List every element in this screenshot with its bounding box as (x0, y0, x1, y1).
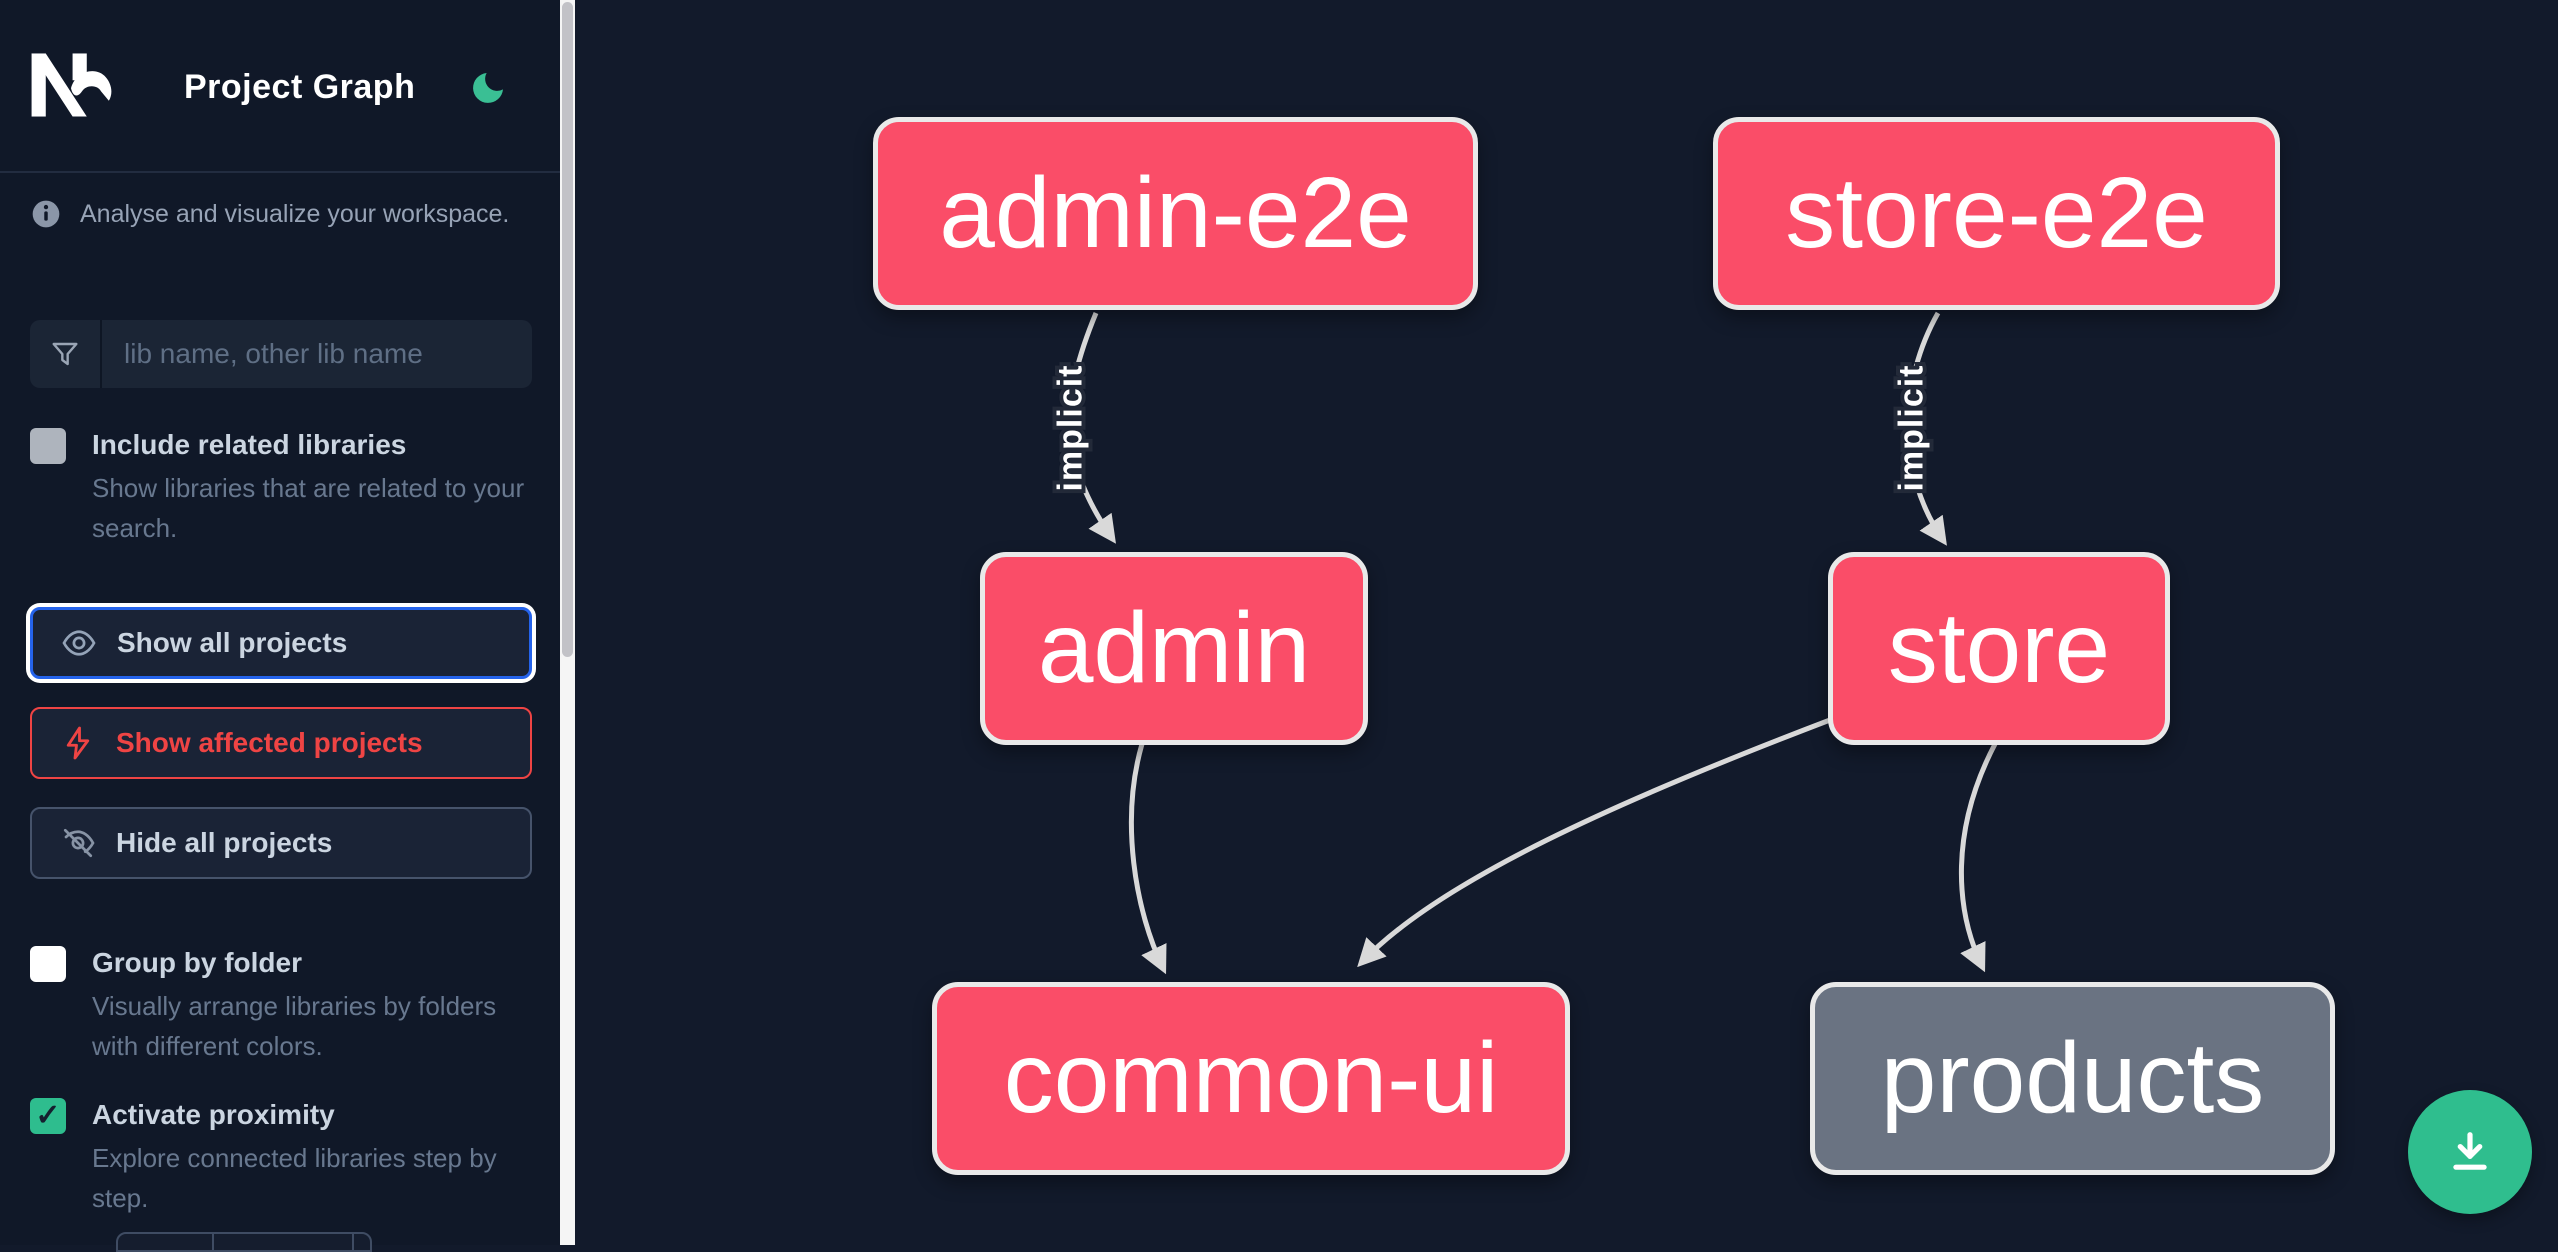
depth-segment[interactable] (118, 1234, 214, 1250)
dark-mode-moon-icon[interactable] (468, 68, 508, 108)
depth-segment[interactable] (214, 1234, 354, 1250)
button-label: Hide all projects (116, 827, 333, 858)
graph-node-store[interactable]: store (1828, 552, 2170, 745)
sidebar: Project Graph Analyse and visualize your… (0, 0, 560, 1252)
eye-icon (62, 630, 96, 656)
hide-all-projects-button[interactable]: Hide all projects (30, 807, 532, 879)
graph-edge-admin-common-ui (1128, 743, 1167, 975)
funnel-icon (52, 342, 78, 366)
checkbox-group-by-folder[interactable] (30, 946, 66, 982)
edge-label-admin-e2e: implicit (1048, 360, 1094, 495)
toggle-label: Activate proximity (92, 1099, 335, 1130)
button-label: Show affected projects (116, 727, 423, 758)
toggle-include-related[interactable]: Include related libraries Show libraries… (30, 426, 544, 548)
app-title: Project Graph (184, 68, 416, 106)
sidebar-scrollbar-thumb[interactable] (562, 2, 573, 657)
filter-prefix (30, 320, 102, 388)
graph-canvas[interactable]: admin-e2e store-e2e admin store common-ui pro… (575, 0, 2558, 1245)
toggle-description: Visually arrange libraries by folders wi… (92, 991, 497, 1061)
workspace-info: Analyse and visualize your workspace. (30, 198, 509, 230)
show-all-projects-button[interactable]: Show all projects (30, 607, 532, 679)
graph-edge-store-products (1959, 742, 1998, 973)
download-icon (2453, 1132, 2487, 1170)
bolt-icon (66, 726, 90, 760)
info-icon (32, 200, 60, 228)
edge-label-store-e2e: implicit (1889, 360, 1935, 495)
depth-control-partial[interactable] (116, 1232, 372, 1252)
graph-node-admin[interactable]: admin (980, 552, 1368, 745)
download-graph-button[interactable] (2408, 1090, 2532, 1214)
workspace-info-text: Analyse and visualize your workspace. (80, 199, 510, 228)
graph-node-common-ui[interactable]: common-ui (932, 982, 1570, 1175)
filter-input[interactable] (102, 320, 532, 388)
graph-node-store-e2e[interactable]: store-e2e (1713, 117, 2280, 310)
nx-logo-icon (31, 53, 112, 117)
toggle-description: Show libraries that are related to your … (92, 473, 525, 543)
toggle-label: Group by folder (92, 947, 302, 978)
toggle-group-by-folder[interactable]: Group by folder Visually arrange librari… (30, 944, 544, 1066)
eye-off-icon (63, 828, 95, 858)
toggle-description: Explore connected libraries step by step… (92, 1143, 497, 1213)
check-icon: ✓ (35, 1099, 61, 1132)
graph-node-admin-e2e[interactable]: admin-e2e (873, 117, 1478, 310)
sidebar-header: Project Graph (0, 0, 560, 173)
checkbox-include-related[interactable] (30, 428, 66, 464)
graph-edge-store-common-ui (1357, 717, 1831, 968)
show-affected-projects-button[interactable]: Show affected projects (30, 707, 532, 779)
toggle-label: Include related libraries (92, 429, 407, 460)
sidebar-scrollbar-track (560, 0, 575, 1245)
toggle-activate-proximity[interactable]: ✓ Activate proximity Explore connected l… (30, 1096, 544, 1218)
button-label: Show all projects (117, 627, 348, 658)
graph-node-products[interactable]: products (1810, 982, 2335, 1175)
filter-box (30, 320, 532, 388)
checkbox-activate-proximity[interactable]: ✓ (30, 1098, 66, 1134)
